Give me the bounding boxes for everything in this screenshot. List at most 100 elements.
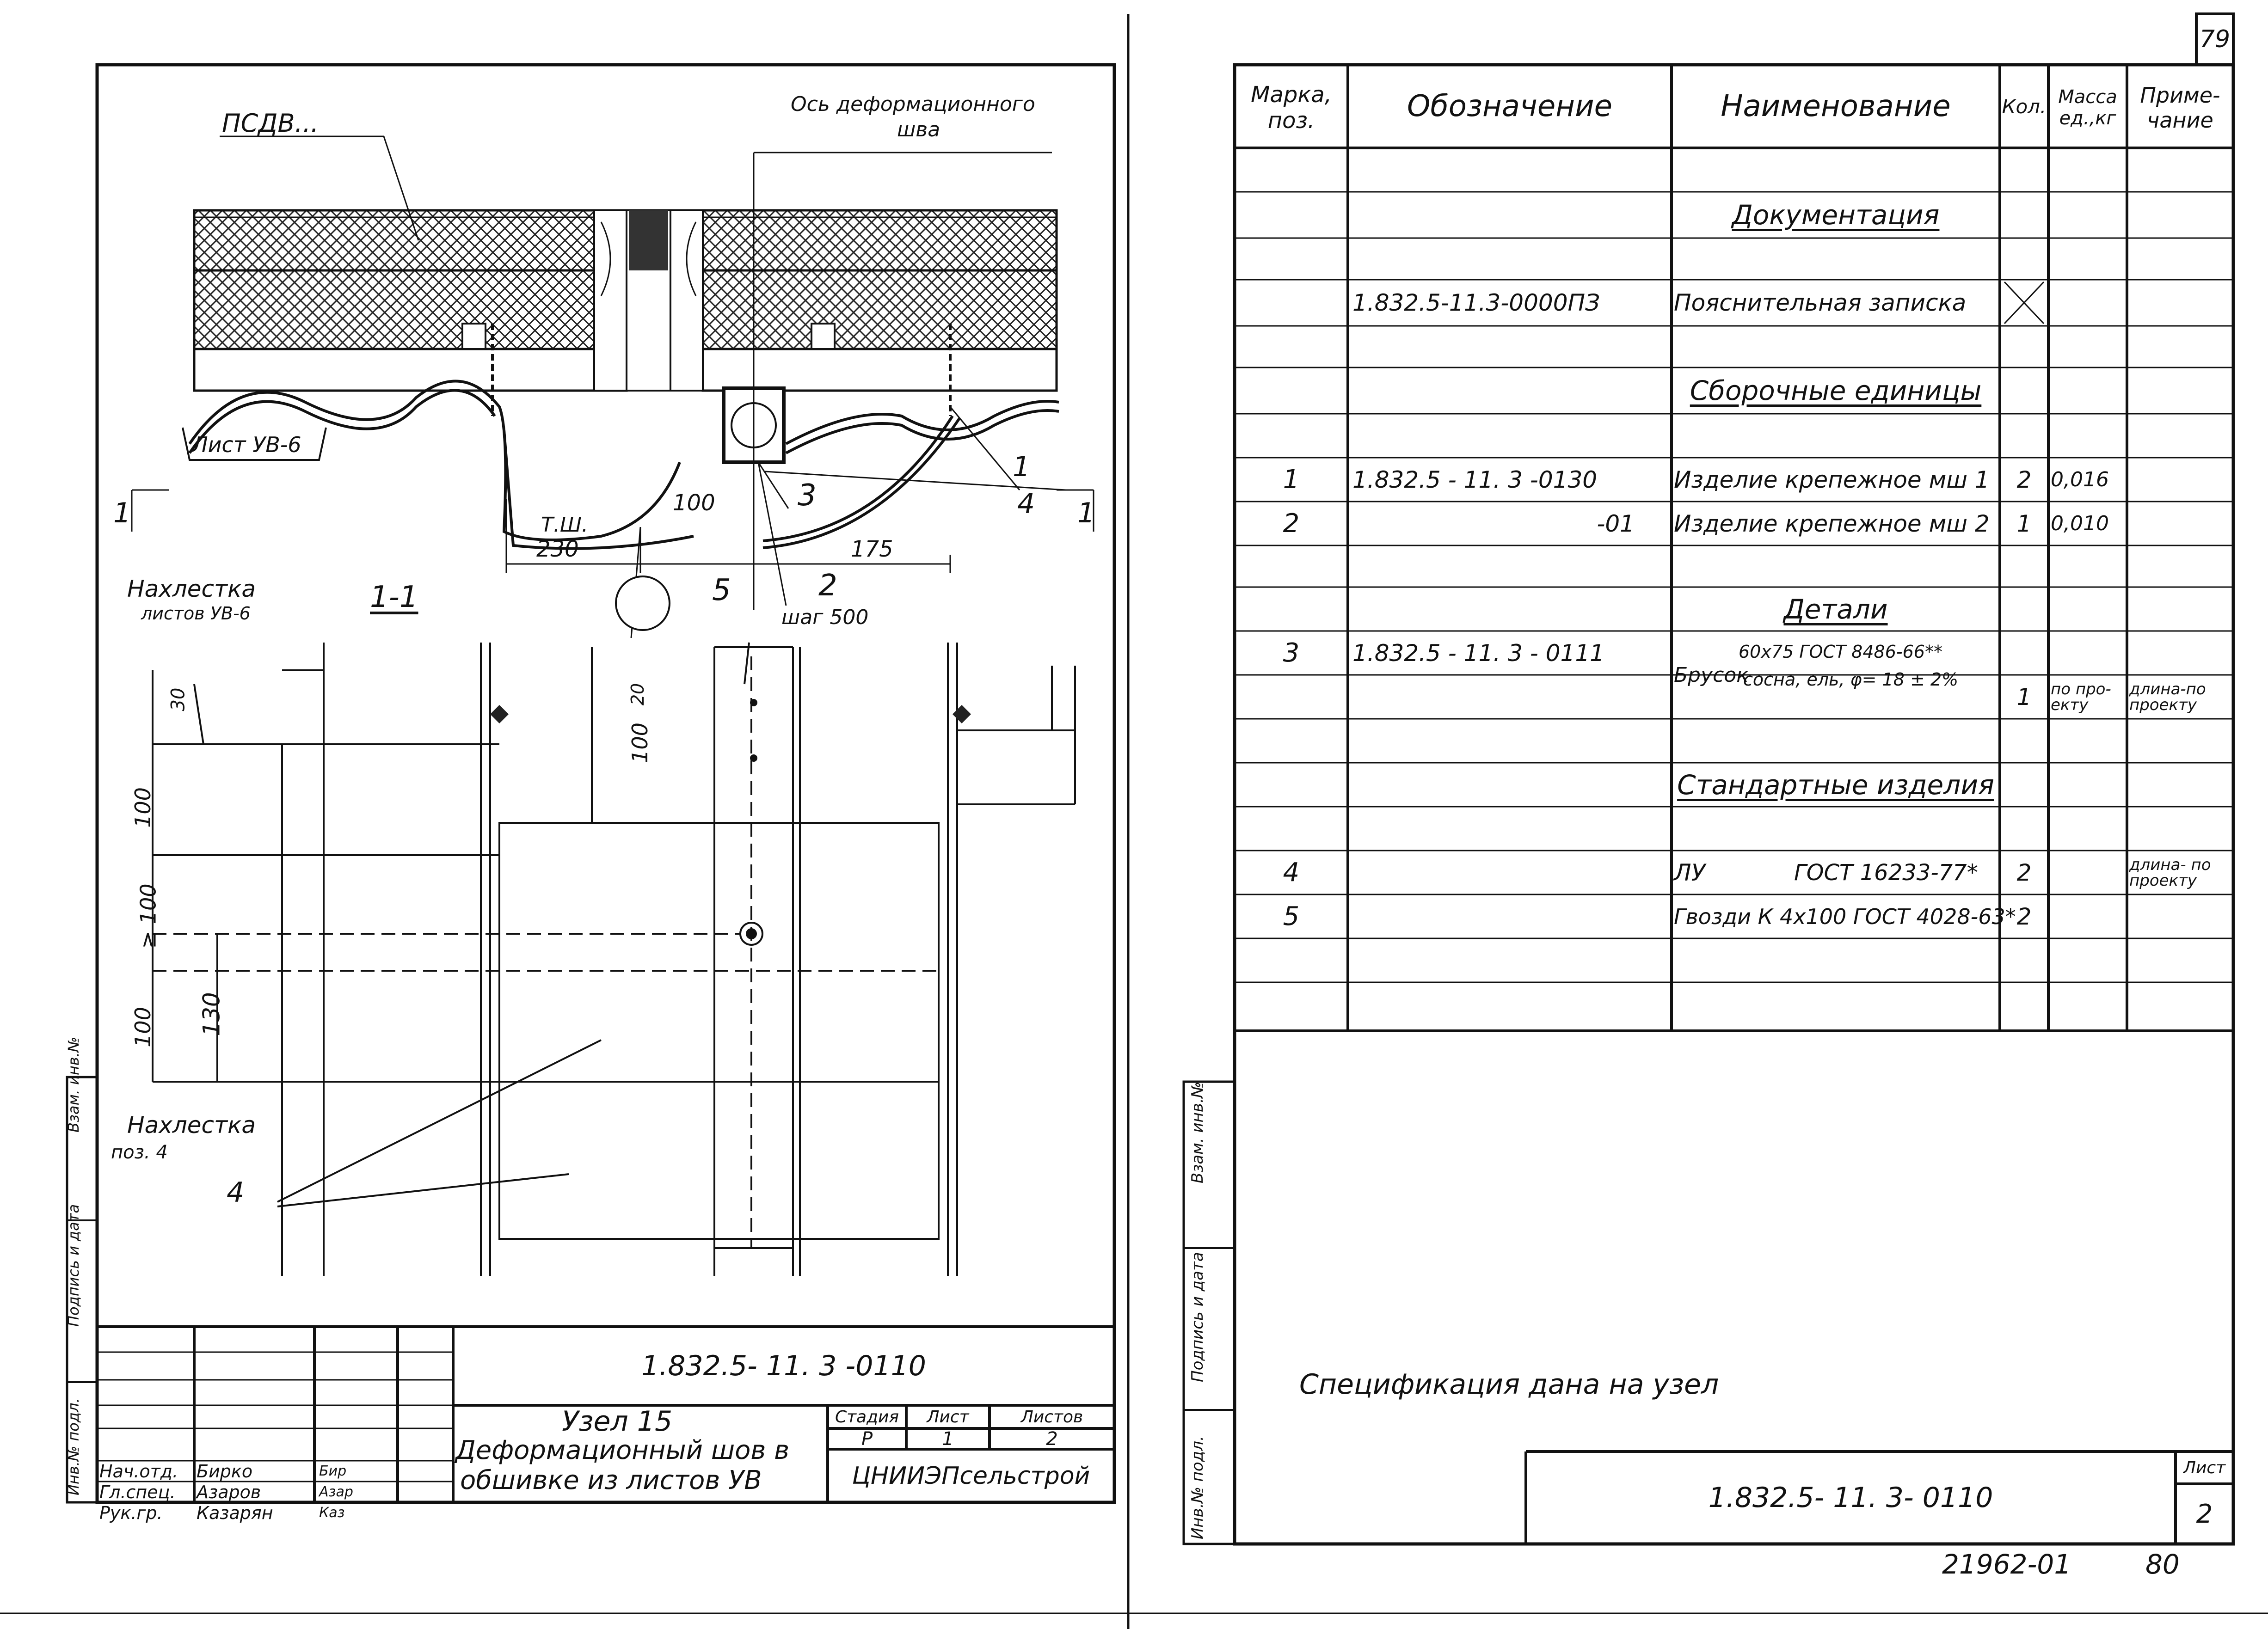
name-1: Бирко: [197, 1461, 253, 1482]
row-4-qty: 2: [2016, 859, 2032, 886]
row-5-pos: 5: [1283, 901, 1300, 931]
title-line-3: обшивке из листов УВ: [460, 1465, 762, 1495]
left-doc-code: 1.832.5- 11. 3 -0110: [641, 1350, 926, 1382]
role-1: Нач.отд.: [99, 1461, 178, 1482]
sheets-header: Листов: [1020, 1407, 1083, 1427]
row-4-pos: 4: [1283, 857, 1300, 888]
section-title: 1-1: [370, 580, 418, 614]
mark-3-label: 3: [798, 478, 817, 513]
right-stamp-sign: Подпись и дата: [1188, 1252, 1207, 1382]
row-2-qty: 1: [2016, 510, 2032, 537]
mark-1-label: 1: [1013, 451, 1031, 483]
psdv-label: ПСДВ...: [222, 109, 319, 138]
row-1-name: Изделие крепежное мш 1: [1674, 466, 1990, 493]
right-doc-code: 1.832.5- 11. 3- 0110: [1708, 1482, 1993, 1514]
dim-175: 175: [851, 536, 893, 562]
dim-100-left: 100: [130, 787, 155, 828]
row-2-mass: 0,010: [2051, 512, 2109, 535]
section-mark-right: 1: [1077, 497, 1095, 529]
role-3: Рук.гр.: [99, 1502, 163, 1523]
section-mark-left: 1: [113, 497, 131, 529]
joint-axis-label-bottom: шва: [897, 118, 940, 141]
spec-table-grid: [1235, 65, 2233, 1032]
dim-230: 230: [536, 536, 579, 562]
row-3-name-line1: 60х75 ГОСТ 8486-66**: [1739, 642, 1942, 662]
row-1-mass: 0,016: [2051, 468, 2109, 491]
row-explanatory-name: Пояснительная записка: [1674, 289, 1967, 316]
right-stamp-inv: Взам. инв.№: [1188, 1081, 1207, 1183]
left-title-block-lines: [97, 1325, 1114, 1502]
row-4-name: ЛУ: [1674, 859, 1706, 886]
name-2: Азаров: [197, 1482, 261, 1502]
right-sheet-label: Лист: [2183, 1458, 2226, 1477]
row-2-name: Изделие крепежное мш 2: [1674, 510, 1990, 537]
panel-cross-section: [193, 209, 1058, 416]
mark-5-label: 5: [712, 573, 731, 607]
joint-axis-label-top: Ось деформационного: [791, 92, 1035, 116]
name-3: Казарян: [197, 1502, 273, 1523]
overlap2-title: Нахлестка: [127, 1112, 256, 1139]
stage-header: Стадия: [835, 1407, 899, 1427]
tsh-label: Т.Ш.: [541, 513, 588, 537]
section-standard-items: Стандартные изделия: [1677, 769, 1994, 801]
row-2-pos: 2: [1283, 508, 1300, 539]
sheet-uv6-label: Лист УВ-6: [192, 432, 301, 457]
archive-page: 80: [2145, 1549, 2180, 1580]
dim-30: 30: [167, 687, 189, 711]
row-1-pos: 1: [1283, 465, 1300, 495]
row-explanatory-designation: 1.832.5-11.3-0000ПЗ: [1352, 289, 1600, 316]
row-3-pos: 3: [1283, 638, 1300, 668]
row-3-qty: 1: [2016, 683, 2032, 710]
dim-20: 20: [627, 683, 648, 706]
sheet-header: Лист: [927, 1407, 969, 1427]
mark-4-label: 4: [1017, 488, 1035, 520]
section-1-1-plan: [152, 642, 1076, 1276]
sheet-value: 1: [942, 1428, 954, 1450]
step-label: шаг 500: [781, 606, 869, 629]
right-stamp-podl: Инв.№ подл.: [1188, 1436, 1207, 1539]
row-3-note: длина-по проекту: [2129, 680, 2206, 714]
section-assembly-units: Сборочные единицы: [1690, 375, 1982, 406]
right-sheet-number: 2: [2196, 1499, 2213, 1529]
row-4-note: длина- по проекту: [2129, 855, 2211, 890]
row-5-qty: 2: [2016, 903, 2032, 930]
section-details: Детали: [1783, 593, 1888, 625]
left-stamp-sign: Подпись и дата: [65, 1204, 82, 1327]
row-1-qty: 2: [2016, 466, 2032, 493]
dim-100-mid: 100: [627, 723, 652, 763]
row-4-gost: ГОСТ 16233-77*: [1794, 859, 1978, 886]
overlap-title: Нахлестка: [127, 576, 256, 602]
row-3-name-line2: сосна, ель, φ= 18 ± 2%: [1743, 669, 1959, 690]
mark-2-label: 2: [818, 569, 837, 603]
org-name: ЦНИИЭПсельстрой: [852, 1462, 1090, 1490]
section-documentation: Документация: [1732, 199, 1940, 231]
header-mark: Марка, поз.: [1251, 81, 1332, 134]
sheets-value: 2: [1046, 1428, 1058, 1450]
row-2-designation: -01: [1597, 510, 1635, 537]
sign-3: Каз: [319, 1505, 345, 1521]
archive-number: 21962-01: [1942, 1549, 2071, 1580]
row-3-name: Брусок: [1674, 663, 1749, 687]
leader-4-label: 4: [227, 1176, 245, 1209]
row-1-designation: 1.832.5 - 11. 3 -0130: [1352, 466, 1598, 493]
dim-130: 130: [198, 992, 225, 1036]
sign-1: Бир: [319, 1463, 347, 1479]
left-stamp-inv: Взам. инв.№: [65, 1036, 82, 1133]
overlap2-subtitle: поз. 4: [111, 1142, 168, 1163]
row-3-mass: по про- екту: [2051, 680, 2111, 714]
page-number: 79: [2199, 25, 2231, 53]
header-note: Приме- чание: [2140, 82, 2220, 133]
spec-note: Спецификация дана на узел: [1299, 1368, 1719, 1401]
header-qty: Кол.: [2002, 95, 2047, 118]
row-5-name: Гвозди К 4х100 ГОСТ 4028-63*: [1674, 904, 2016, 929]
dim-ge-100: ≥ 100: [135, 883, 161, 949]
dim-100-low: 100: [130, 1007, 155, 1047]
corrugated-sheet: [188, 380, 1059, 550]
left-stamp-podl: Инв.№ подл.: [65, 1398, 82, 1495]
title-line-1: Узел 15: [562, 1405, 673, 1438]
overlap-subtitle: листов УВ-6: [141, 603, 251, 624]
header-designation: Обозначение: [1407, 89, 1613, 123]
header-mass: Масса ед.,кг: [2058, 86, 2117, 129]
title-line-2: Деформационный шов в: [455, 1435, 790, 1465]
